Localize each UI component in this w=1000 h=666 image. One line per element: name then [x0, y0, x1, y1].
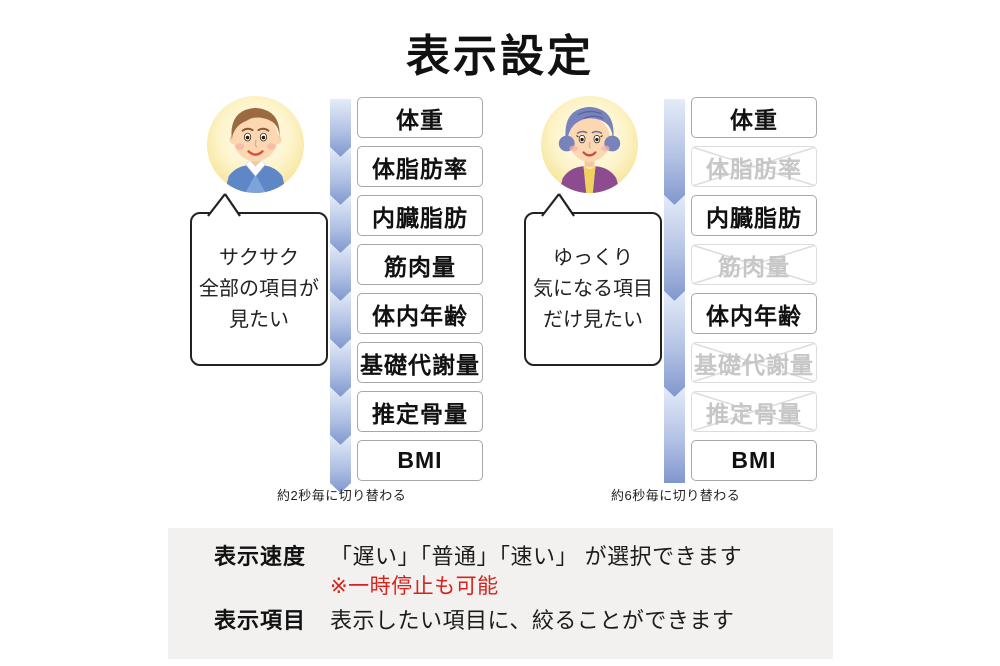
metric-box: 体脂肪率: [357, 146, 483, 187]
metric-box: 内臓脂肪: [357, 195, 483, 236]
speech-bubble-slow: ゆっくり 気になる項目 だけ見たい: [524, 193, 662, 366]
bubble-text: サクサク: [219, 246, 299, 269]
speed-label: 表示速度: [214, 544, 307, 569]
metric-box: 体重: [691, 97, 817, 138]
items-label: 表示項目: [214, 608, 307, 633]
bubble-text: 全部の項目が: [199, 277, 319, 300]
bubble-text: だけ見たい: [543, 308, 643, 331]
transition-arrow-strip: [330, 99, 351, 493]
young-man-avatar: [206, 95, 305, 194]
page-title: 表示設定: [406, 32, 594, 81]
metric-box: 基礎代謝量: [691, 342, 817, 383]
pause-note: ※一時停止も可能: [330, 575, 499, 598]
metric-box: 推定骨量: [691, 391, 817, 432]
metric-box: 筋肉量: [357, 244, 483, 285]
cycle-caption: 約2秒毎に切り替わる: [277, 488, 407, 503]
settings-summary-panel: 表示速度 「遅い」「普通」「速い」 が選択できます ※一時停止も可能 表示項目 …: [168, 528, 833, 659]
bubble-text: 見たい: [229, 308, 289, 331]
metric-box: 推定骨量: [357, 391, 483, 432]
speed-text: 「遅い」「普通」「速い」 が選択できます: [330, 544, 743, 569]
metric-list: 体重 体脂肪率 内臓脂肪 筋肉量 体内年齢 基礎代謝量 推定骨量 BMI: [691, 97, 817, 481]
column-all-items: サクサク 全部の項目が 見たい 体重 体脂肪率 内臓脂肪 筋肉量 体内年齢 基礎…: [0, 0, 500, 520]
metric-box: 体重: [357, 97, 483, 138]
metric-list: 体重 体脂肪率 内臓脂肪 筋肉量 体内年齢 基礎代謝量 推定骨量 BMI: [357, 97, 483, 481]
metric-box: 体内年齢: [357, 293, 483, 334]
bubble-text: 気になる項目: [533, 277, 653, 300]
transition-arrow-strip: [664, 99, 685, 483]
items-text: 表示したい項目に、絞ることができます: [330, 608, 735, 633]
cycle-caption: 約6秒毎に切り替わる: [611, 488, 741, 503]
elderly-woman-avatar: [540, 95, 639, 194]
metric-box: 筋肉量: [691, 244, 817, 285]
metric-box: BMI: [691, 440, 817, 481]
metric-box: 体脂肪率: [691, 146, 817, 187]
metric-box: BMI: [357, 440, 483, 481]
metric-box: 内臓脂肪: [691, 195, 817, 236]
column-selected-items: ゆっくり 気になる項目 だけ見たい 体重 体脂肪率 内臓脂肪 筋肉量 体内年齢 …: [334, 0, 834, 520]
speech-bubble-fast: サクサク 全部の項目が 見たい: [190, 193, 328, 366]
speech-bubble-tail: [541, 193, 575, 217]
speech-bubble-tail: [207, 193, 241, 217]
bubble-text: ゆっくり: [553, 246, 633, 269]
metric-box: 基礎代謝量: [357, 342, 483, 383]
metric-box: 体内年齢: [691, 293, 817, 334]
